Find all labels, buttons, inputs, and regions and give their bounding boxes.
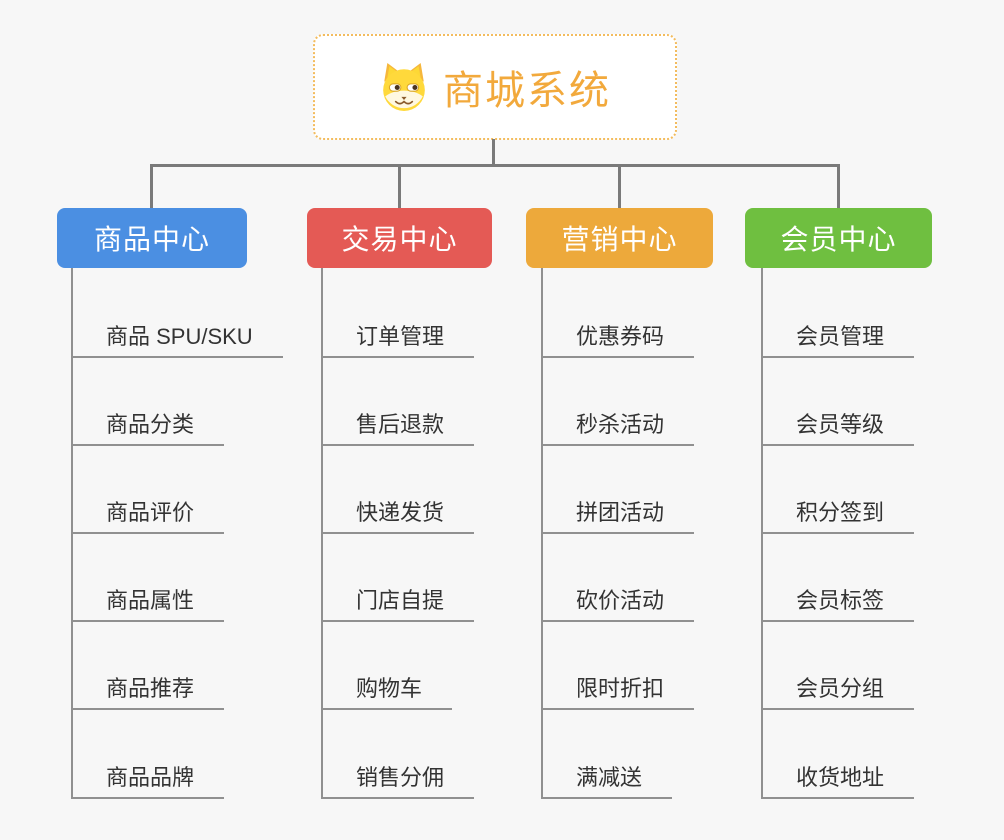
branch-node-trade-center[interactable]: 交易中心	[307, 208, 492, 268]
leaf-node-order-management[interactable]: 订单管理	[321, 322, 475, 358]
leaf-node-group-buy[interactable]: 拼团活动	[541, 498, 695, 534]
connector-horizontal-bar	[150, 164, 840, 167]
branch-node-marketing-center[interactable]: 营销中心	[526, 208, 713, 268]
connector-drop-marketing	[618, 164, 621, 208]
leaf-node-express-shipping[interactable]: 快递发货	[321, 498, 475, 534]
leaf-node-member-management[interactable]: 会员管理	[761, 322, 915, 358]
leaf-node-product-review[interactable]: 商品评价	[71, 498, 225, 534]
branch-node-member-center[interactable]: 会员中心	[745, 208, 932, 268]
connector-drop-trade	[398, 164, 401, 208]
leaf-node-product-attribute[interactable]: 商品属性	[71, 586, 225, 622]
connector-root-stub	[492, 139, 495, 165]
leaf-node-spend-save[interactable]: 满减送	[541, 763, 673, 799]
leaf-node-product-recommend[interactable]: 商品推荐	[71, 674, 225, 710]
connector-drop-member	[837, 164, 840, 208]
leaf-node-limited-time-discount[interactable]: 限时折扣	[541, 674, 695, 710]
leaf-node-shopping-cart[interactable]: 购物车	[321, 674, 453, 710]
leaf-node-member-group[interactable]: 会员分组	[761, 674, 915, 710]
leaf-node-member-tag[interactable]: 会员标签	[761, 586, 915, 622]
dog-face-icon	[383, 63, 425, 111]
connector-drop-product	[150, 164, 153, 208]
leaf-node-flash-sale[interactable]: 秒杀活动	[541, 410, 695, 446]
leaf-node-store-pickup[interactable]: 门店自提	[321, 586, 475, 622]
leaf-node-points-checkin[interactable]: 积分签到	[761, 498, 915, 534]
leaf-node-member-level[interactable]: 会员等级	[761, 410, 915, 446]
leaf-node-product-category[interactable]: 商品分类	[71, 410, 225, 446]
leaf-node-bargain-activity[interactable]: 砍价活动	[541, 586, 695, 622]
leaf-node-sales-commission[interactable]: 销售分佣	[321, 763, 475, 799]
leaf-node-product-brand[interactable]: 商品品牌	[71, 763, 225, 799]
root-title: 商城系统	[443, 69, 611, 113]
branch-node-product-center[interactable]: 商品中心	[57, 208, 247, 268]
leaf-node-coupon-code[interactable]: 优惠券码	[541, 322, 695, 358]
root-node-mall-system[interactable]: 商城系统	[313, 34, 677, 140]
leaf-node-aftersale-refund[interactable]: 售后退款	[321, 410, 475, 446]
leaf-node-product-spu-sku[interactable]: 商品 SPU/SKU	[71, 322, 283, 358]
leaf-node-shipping-address[interactable]: 收货地址	[761, 763, 915, 799]
